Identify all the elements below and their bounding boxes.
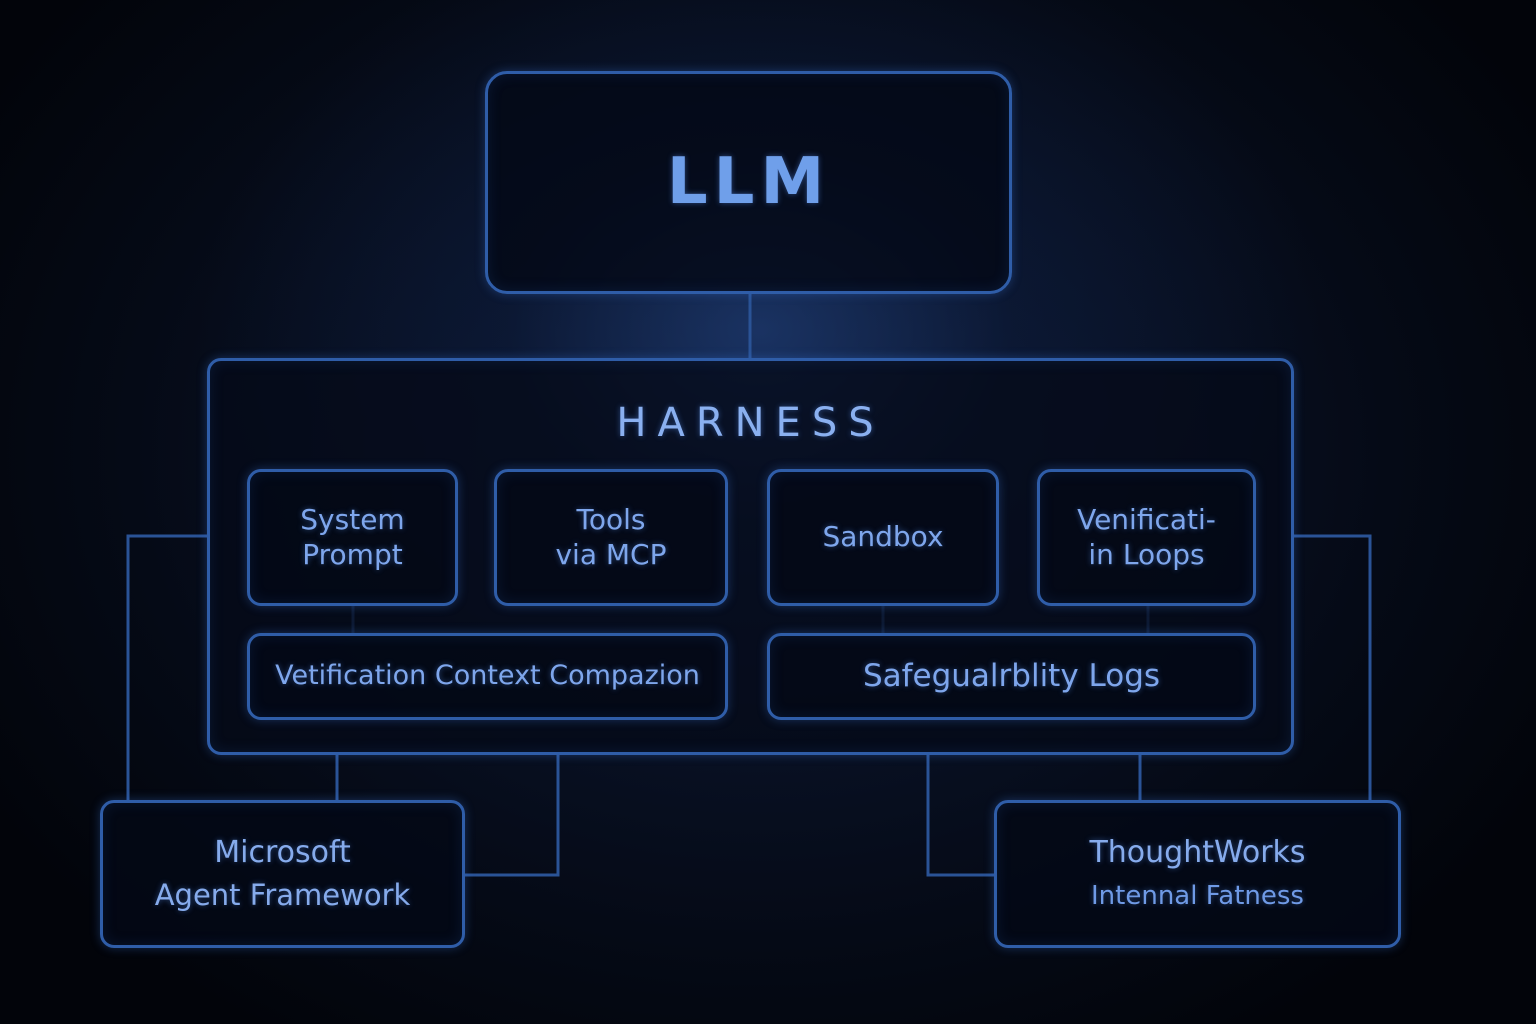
verification-loops-label: Venificati- in Loops	[1077, 503, 1216, 571]
safeguard-node: Safegualrblity Logs	[767, 633, 1256, 720]
system-prompt-node: System Prompt	[247, 469, 458, 606]
llm-node: LLM	[485, 71, 1012, 294]
thoughtworks-subtitle: Intennal Fatness	[1091, 881, 1304, 912]
microsoft-node: Microsoft Agent Framework	[100, 800, 465, 948]
connector-harness-thoughtworks-side	[926, 755, 994, 877]
context-label: Vetification Context Compazion	[275, 660, 700, 692]
llm-label: LLM	[666, 145, 831, 220]
sandbox-node: Sandbox	[767, 469, 999, 606]
safeguard-label: Safegualrblity Logs	[862, 657, 1161, 694]
connector-harness-left-bracket	[126, 534, 207, 800]
microsoft-title: Microsoft	[214, 835, 351, 871]
system-prompt-label: System Prompt	[300, 503, 405, 571]
connector-harness-microsoft-side	[465, 755, 560, 877]
sandbox-label: Sandbox	[822, 520, 944, 554]
tools-node: Tools via MCP	[494, 469, 728, 606]
tools-label: Tools via MCP	[555, 503, 667, 571]
verification-loops-node: Venificati- in Loops	[1037, 469, 1256, 606]
microsoft-subtitle: Agent Framework	[154, 877, 411, 912]
thoughtworks-node: ThoughtWorks Intennal Fatness	[994, 800, 1401, 948]
context-node: Vetification Context Compazion	[247, 633, 728, 720]
harness-title: HARNESS	[616, 400, 885, 446]
thoughtworks-title: ThoughtWorks	[1089, 834, 1306, 870]
connector-harness-right-bracket	[1294, 534, 1372, 800]
